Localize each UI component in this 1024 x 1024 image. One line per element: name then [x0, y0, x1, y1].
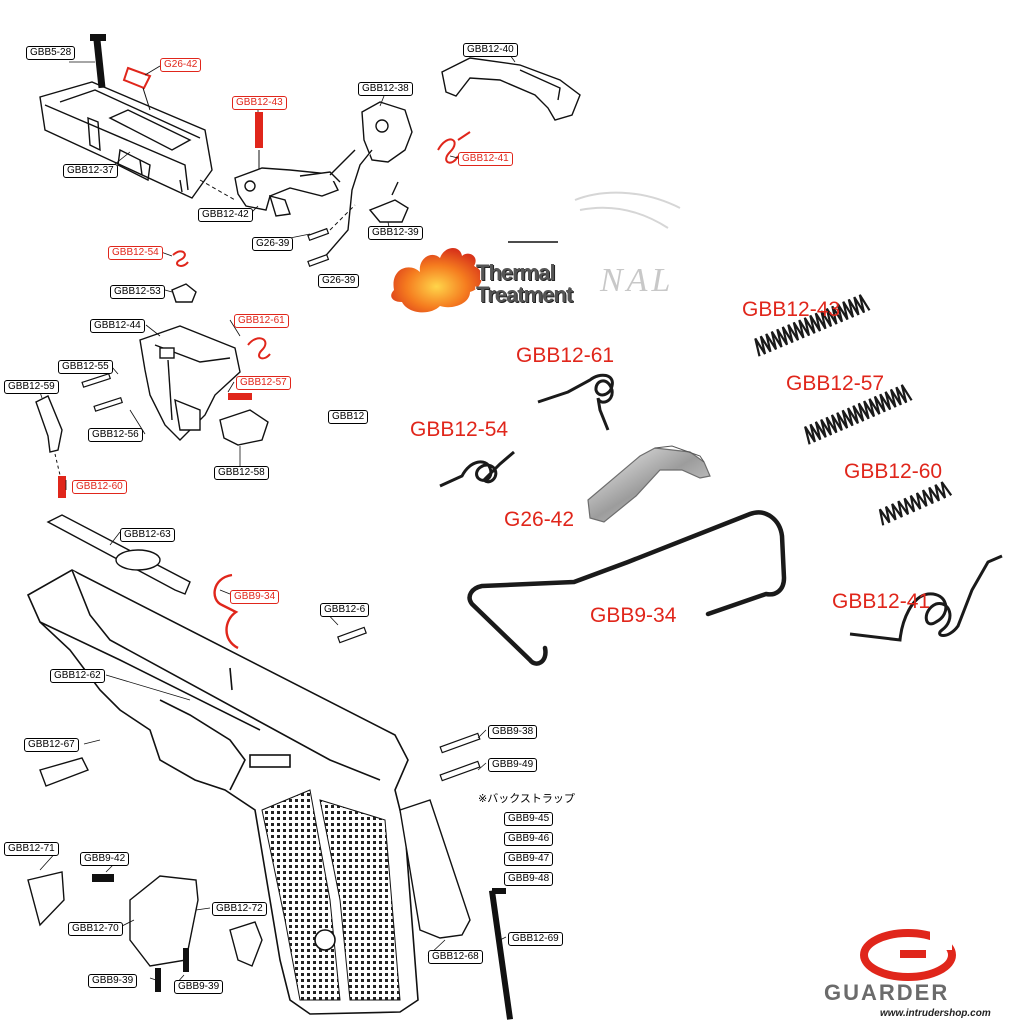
hammer-drawing — [234, 167, 341, 217]
part-label-gbb12-40: GBB12-40 — [463, 43, 518, 57]
photo-torsion-gbb12-41 — [849, 554, 1003, 642]
clip-drawing-red — [122, 66, 152, 90]
thermal-treatment-badge: Thermal Treatment — [476, 262, 606, 306]
photo-label-p-gbb12-41: GBB12-41 — [832, 590, 931, 613]
plate-drawing — [46, 514, 191, 595]
screw-drawing-3 — [183, 948, 189, 972]
photo-label-p-gbb12-57: GBB12-57 — [786, 372, 885, 395]
photo-label-p-gbb12-54: GBB12-54 — [410, 418, 509, 441]
part-label-gbb9-42: GBB9-42 — [80, 852, 130, 866]
spring-drawing-red — [255, 112, 263, 148]
screw-drawing-2 — [155, 968, 161, 992]
spring-drawing-black — [92, 874, 114, 882]
part-label-g26-42: G26-42 — [160, 58, 202, 72]
part-label-gbb12-54: GBB12-54 — [108, 246, 163, 260]
lever-drawing-2 — [35, 395, 63, 453]
part-label-gbb9-48: GBB9-48 — [504, 872, 554, 886]
part-label-gbb12-70: GBB12-70 — [68, 922, 123, 936]
watermark-text: NAL — [600, 262, 675, 299]
part-label-gbb12-57: GBB12-57 — [236, 376, 291, 390]
photo-label-p-g26-42: G26-42 — [504, 508, 575, 531]
backstrap-note: ※バックストラップ — [478, 792, 575, 805]
pins-drawing — [307, 227, 330, 268]
part-label-gbb12-60: GBB12-60 — [72, 480, 127, 494]
part-label-gbb12-53: GBB12-53 — [110, 285, 165, 299]
photo-spring-gbb12-43 — [754, 294, 871, 357]
part-label-gbb9-45: GBB9-45 — [504, 812, 554, 826]
guarder-logo — [860, 929, 956, 981]
part-label-gbb12-58: GBB12-58 — [214, 466, 269, 480]
part-label-gbb9-39-a: GBB9-39 — [88, 974, 138, 988]
pins-drawing-3 — [337, 626, 481, 782]
photo-label-p-gbb12-61: GBB12-61 — [516, 344, 615, 367]
part-label-gbb12-61: GBB12-61 — [234, 314, 289, 328]
wire-spring-drawing-red — [213, 573, 239, 650]
part-label-gbb12-69: GBB12-69 — [508, 932, 563, 946]
part-label-gbb9-47: GBB9-47 — [504, 852, 554, 866]
part-label-gbb9-34: GBB9-34 — [230, 590, 280, 604]
spring-drawing-red-5 — [228, 393, 252, 400]
small-part-drawing — [368, 181, 409, 223]
photo-spring-gbb12-57 — [804, 384, 913, 445]
thermal-line-2: Treatment — [476, 282, 573, 307]
mechanism-drawing — [27, 871, 263, 967]
part-label-gbb12-38: GBB12-38 — [358, 82, 413, 96]
photo-label-p-gbb9-34: GBB9-34 — [590, 604, 677, 627]
small-block-drawing — [171, 283, 197, 303]
photo-wire-gbb9-34 — [467, 510, 787, 666]
part-label-gbb12-37: GBB12-37 — [63, 164, 118, 178]
brand-url: www.intrudershop.com — [880, 1008, 991, 1019]
screw-drawing — [90, 34, 106, 89]
long-screw-drawing — [488, 888, 514, 1020]
part-label-gbb9-39-b: GBB9-39 — [174, 980, 224, 994]
sear-housing-drawing — [321, 101, 413, 261]
part-label-gbb12-63: GBB12-63 — [120, 528, 175, 542]
spring-drawing-red-3 — [172, 250, 189, 267]
photo-torsion-gbb12-61 — [537, 373, 614, 431]
backstrap-drawing — [399, 799, 471, 939]
spring-drawing-red-2 — [437, 131, 471, 164]
photo-torsion-gbb12-54 — [439, 450, 515, 488]
part-label-gbb12-39: GBB12-39 — [368, 226, 423, 240]
part-label-gbb12-59: GBB12-59 — [4, 380, 59, 394]
part-label-gbb12-71: GBB12-71 — [4, 842, 59, 856]
part-label-gbb12-62: GBB12-62 — [50, 669, 105, 683]
part-label-gbb9-38: GBB9-38 — [488, 725, 538, 739]
part-label-gbb12-41: GBB12-41 — [458, 152, 513, 166]
spring-drawing-red-6 — [58, 476, 66, 498]
photo-clip-g26-42 — [587, 445, 711, 523]
part-label-gbb12-67: GBB12-67 — [24, 738, 79, 752]
part-label-gbb12-trunc: GBB12 — [328, 410, 369, 424]
part-label-gbb12-56: GBB12-56 — [88, 428, 143, 442]
pins-drawing-2 — [81, 373, 123, 412]
part-label-gbb9-49: GBB9-49 — [488, 758, 538, 772]
photo-label-p-gbb12-60: GBB12-60 — [844, 460, 943, 483]
part-label-g26-39-b: G26-39 — [318, 274, 360, 288]
trigger-part-drawing — [219, 409, 269, 446]
grip-texture-2 — [319, 799, 401, 1001]
part-label-gbb12-43: GBB12-43 — [232, 96, 287, 110]
top-housing-drawing — [39, 81, 213, 199]
photo-label-p-gbb12-43: GBB12-43 — [742, 298, 841, 321]
part-label-gbb9-46: GBB9-46 — [504, 832, 554, 846]
brand-name: GUARDER — [824, 980, 950, 1005]
lever-drawing — [441, 57, 581, 121]
trigger-housing-drawing — [139, 325, 241, 441]
part-label-g26-39-a: G26-39 — [252, 237, 294, 251]
spring-drawing-red-4 — [247, 337, 271, 360]
part-label-gbb12-55: GBB12-55 — [58, 360, 113, 374]
part-label-gbb12-6x: GBB12-6 — [320, 603, 370, 617]
part-label-gbb12-68: GBB12-68 — [428, 950, 483, 964]
thermal-flame-icon — [391, 247, 482, 313]
part-label-gbb12-44: GBB12-44 — [90, 319, 145, 333]
part-label-gbb12-42: GBB12-42 — [198, 208, 253, 222]
part-label-gbb12-72: GBB12-72 — [212, 902, 267, 916]
part-label-gbb5-28: GBB5-28 — [26, 46, 76, 60]
thermal-line-1: Thermal — [476, 260, 556, 285]
photo-spring-gbb12-60 — [878, 481, 953, 526]
slide-stop-drawing — [39, 757, 89, 787]
